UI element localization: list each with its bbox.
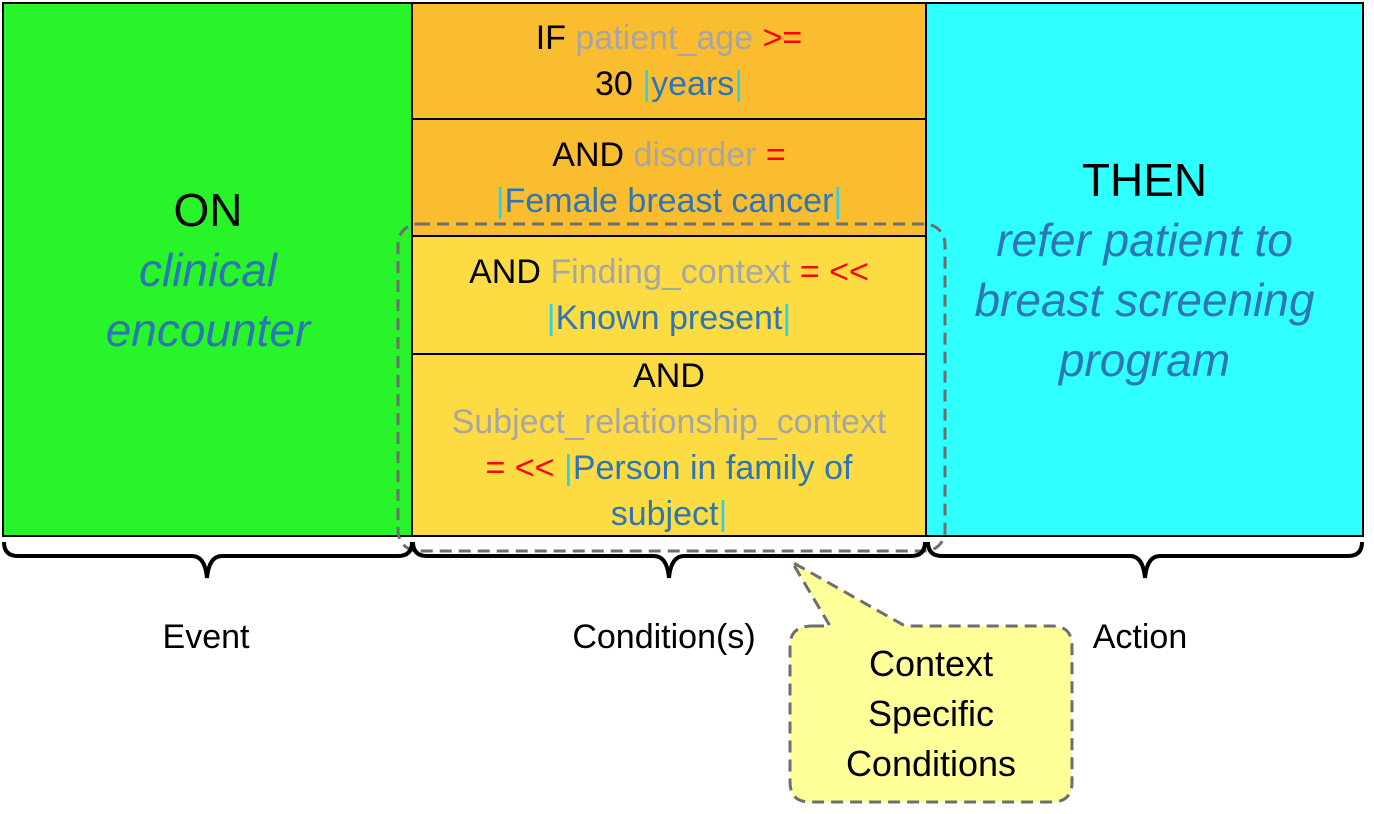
event-box: ON clinical encounter xyxy=(2,2,414,537)
condition-keyword: AND xyxy=(633,357,705,395)
condition-finding-context: AND Finding_context = << |Known present| xyxy=(411,235,927,355)
condition-subject-line-3: = << |Person in family of xyxy=(486,445,853,491)
condition-attribute: Finding_context xyxy=(550,253,791,291)
action-line-2: breast screening xyxy=(974,273,1315,326)
action-brace-icon xyxy=(926,541,1364,579)
condition-value: Female breast cancer xyxy=(504,181,834,220)
condition-disorder: AND disorder = |Female breast cancer| xyxy=(411,118,927,237)
action-line-1: refer patient to xyxy=(996,213,1293,266)
condition-subject-relationship: AND Subject_relationship_context = << |P… xyxy=(411,353,927,537)
condition-attribute: Subject_relationship_context xyxy=(451,403,887,441)
condition-subject-line-4: subject| xyxy=(611,491,728,537)
context-group-outline xyxy=(396,222,947,553)
condition-finding-line-1: AND Finding_context = << xyxy=(469,249,869,295)
callout-line-2: Specific xyxy=(867,693,995,734)
action-box: THEN refer patient to breast screening p… xyxy=(925,2,1364,537)
event-brace-icon xyxy=(2,541,414,579)
condition-keyword: AND xyxy=(552,135,625,174)
condition-value: years xyxy=(651,65,735,103)
conditions-label: Condition(s) xyxy=(572,618,756,656)
callout-line-1: Context xyxy=(868,643,994,684)
condition-keyword: AND xyxy=(469,253,541,291)
event-keyword: ON xyxy=(173,183,243,236)
pipe-right: | xyxy=(833,181,843,220)
condition-disorder-line-2: |Female breast cancer| xyxy=(496,178,843,224)
condition-age-line-2: 30 |years| xyxy=(595,61,743,107)
condition-finding-line-2: |Known present| xyxy=(547,295,792,341)
event-line-2: encounter xyxy=(105,303,311,356)
pipe-right: | xyxy=(718,495,728,533)
event-line-1: clinical xyxy=(138,243,278,296)
condition-operator: = << xyxy=(485,449,555,487)
condition-attribute: disorder xyxy=(633,135,757,174)
action-label: Action xyxy=(1092,618,1188,656)
pipe-right: | xyxy=(734,65,744,103)
action-keyword: THEN xyxy=(1081,153,1208,206)
condition-operator: >= xyxy=(762,19,803,57)
pipe-left: | xyxy=(563,449,573,487)
callout-line-3: Conditions xyxy=(845,743,1017,784)
condition-number: 30 xyxy=(594,65,633,103)
condition-value-line-1: Person in family of xyxy=(572,449,853,487)
condition-brace-icon xyxy=(411,541,927,579)
condition-age: IF patient_age >= 30 |years| xyxy=(411,2,927,120)
condition-keyword: IF xyxy=(535,19,566,57)
event-label: Event xyxy=(162,618,250,656)
pipe-left: | xyxy=(546,299,556,337)
condition-value-line-2: subject xyxy=(610,495,719,533)
condition-operator: = << xyxy=(799,253,869,291)
action-line-3: program xyxy=(1058,333,1231,386)
condition-age-line-1: IF patient_age >= xyxy=(536,15,803,61)
pipe-right: | xyxy=(782,299,792,337)
callout-bubble-icon xyxy=(787,557,1074,804)
pipe-left: | xyxy=(495,181,505,220)
condition-operator: = xyxy=(765,135,786,174)
pipe-left: | xyxy=(642,65,652,103)
context-specific-callout: Context Specific Conditions xyxy=(790,626,1072,802)
condition-value: Known present xyxy=(555,299,783,337)
condition-attribute: patient_age xyxy=(575,19,754,57)
condition-disorder-line-1: AND disorder = xyxy=(552,132,785,178)
